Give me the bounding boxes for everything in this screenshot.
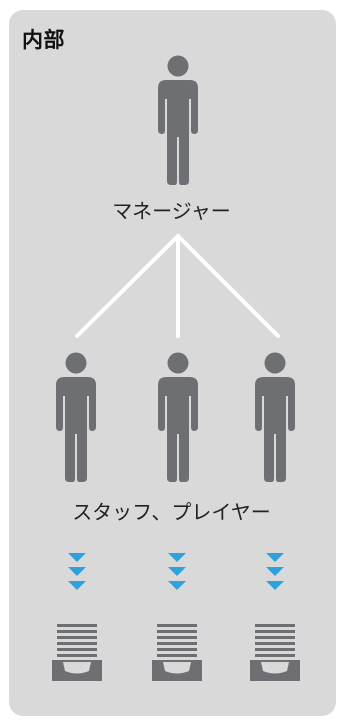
triangle-down-icon [266,553,284,590]
staff-person-icon [255,352,295,482]
manager-label: マネージャー [112,199,231,223]
staff-label: スタッフ、プレイヤー [72,500,271,524]
flow-arrows [68,553,284,590]
triangle-down-icon [168,553,186,590]
staff-person-icon [56,352,96,482]
document-tray-icon [250,624,300,681]
document-tray-icon [52,624,102,681]
document-tray-icon [152,624,202,681]
triangle-down-icon [68,553,86,590]
connector-lines [75,234,280,338]
manager-icon [158,55,198,185]
staff-group [56,352,295,482]
panel-title: 内部 [22,28,65,52]
staff-person-icon [158,352,198,482]
connector-right [176,234,280,338]
connector-left [75,234,180,338]
output-trays [52,624,300,681]
